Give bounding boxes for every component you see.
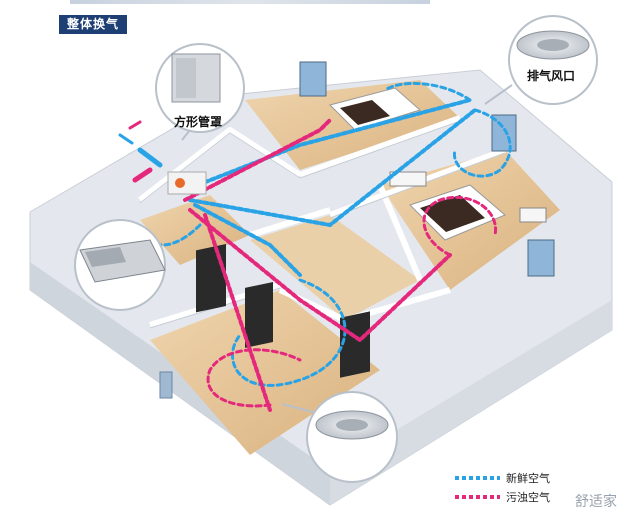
top-edge-strip (70, 0, 430, 4)
bed-right (409, 184, 506, 241)
legend-fresh-label: 新鲜空气 (506, 471, 550, 485)
exhaust-callout: 排气风口 (484, 15, 598, 105)
door-left (196, 243, 226, 313)
exhaust-label: 排气风口 (527, 68, 575, 83)
floor-entry (140, 195, 250, 265)
window-side (527, 239, 555, 277)
floor-living (150, 290, 380, 455)
hood-label: 方形管罩 (174, 114, 222, 129)
door-middle (245, 281, 273, 348)
bed-top (329, 87, 422, 131)
window-right (491, 114, 517, 152)
door-right (340, 311, 370, 378)
watermark: 舒适家 (575, 494, 617, 510)
window-top (299, 61, 327, 97)
heat-exchanger-unit (167, 171, 207, 195)
floor-corridor (250, 215, 420, 320)
window-front (159, 371, 173, 399)
legend-dirty-label: 污浊空气 (506, 490, 550, 504)
legend: 新鲜空气 污浊空气 (455, 471, 550, 504)
dirty-air-ducts (128, 118, 497, 412)
title-badge: 整体换气 (59, 15, 127, 34)
fresh-air-ducts (118, 81, 512, 387)
fan-unit-callout (74, 219, 166, 311)
floor-vent-callout (281, 391, 398, 483)
hood-callout: 方形管罩 (155, 43, 245, 141)
